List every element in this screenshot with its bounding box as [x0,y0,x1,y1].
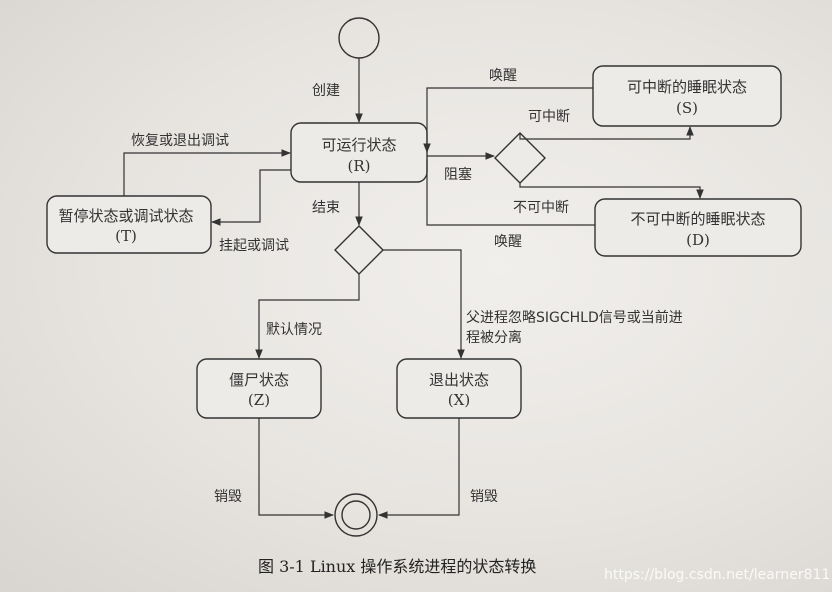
label-create: 创建 [312,83,340,99]
state-interruptible-sleep: 可中断的睡眠状态 (S) [592,65,782,127]
label-block: 阻塞 [444,166,472,183]
state-runnable: 可运行状态 (R) [290,122,428,183]
label-uninterruptible: 不可中断 [513,200,569,216]
label-wakeup-d: 唤醒 [494,233,522,250]
label-resume: 恢复或退出调试 [131,132,229,149]
label-suspend: 挂起或调试 [219,238,289,254]
state-zombie-abbr: (Z) [248,391,270,409]
label-destroy-zombie: 销毁 [214,489,242,505]
state-exit: 退出状态 (X) [396,358,522,419]
state-runnable-label: 可运行状态 [321,136,396,154]
state-zombie: 僵尸状态 (Z) [196,358,322,419]
block-decision-diamond [494,132,546,184]
label-sigchld-line2: 程被分离 [466,329,522,346]
state-interruptible-abbr: (S) [676,99,698,117]
final-node [334,493,378,537]
label-sigchld-line1: 父进程忽略SIGCHLD信号或当前进 [466,309,683,326]
edge-uninterruptible [519,183,704,199]
state-runnable-abbr: (R) [348,157,371,175]
edge-interruptible [519,126,694,140]
edge-wakeup-d [426,160,595,226]
label-interruptible: 可中断 [528,109,570,125]
edge-resume [123,149,291,196]
label-wakeup-s: 唤醒 [489,67,517,84]
label-default: 默认情况 [266,322,322,338]
state-stopped-abbr: (T) [115,227,137,245]
label-end: 结束 [312,200,340,216]
start-node [338,17,380,59]
state-uninterruptible-sleep: 不可中断的睡眠状态 (D) [594,198,802,257]
end-decision-diamond [334,225,384,275]
edge-sigchld [383,249,465,359]
state-uninterruptible-label: 不可中断的睡眠状态 [630,210,765,228]
edge-destroy-zombie [258,418,334,519]
figure-caption: 图 3-1 Linux 操作系统进程的状态转换 [258,557,536,576]
state-zombie-label: 僵尸状态 [229,371,289,389]
edge-suspend [211,169,291,226]
state-interruptible-label: 可中断的睡眠状态 [627,78,747,96]
state-exit-label: 退出状态 [429,371,489,389]
state-stopped: 暂停状态或调试状态 (T) [46,195,212,254]
state-stopped-label: 暂停状态或调试状态 [58,207,193,225]
edge-default [255,274,360,359]
state-exit-abbr: (X) [448,391,470,409]
edge-destroy-exit [378,418,460,519]
label-destroy-exit: 销毁 [470,489,498,505]
edge-wakeup-s [423,87,593,153]
watermark: https://blog.csdn.net/learner811 [604,567,830,583]
state-uninterruptible-abbr: (D) [686,231,710,249]
